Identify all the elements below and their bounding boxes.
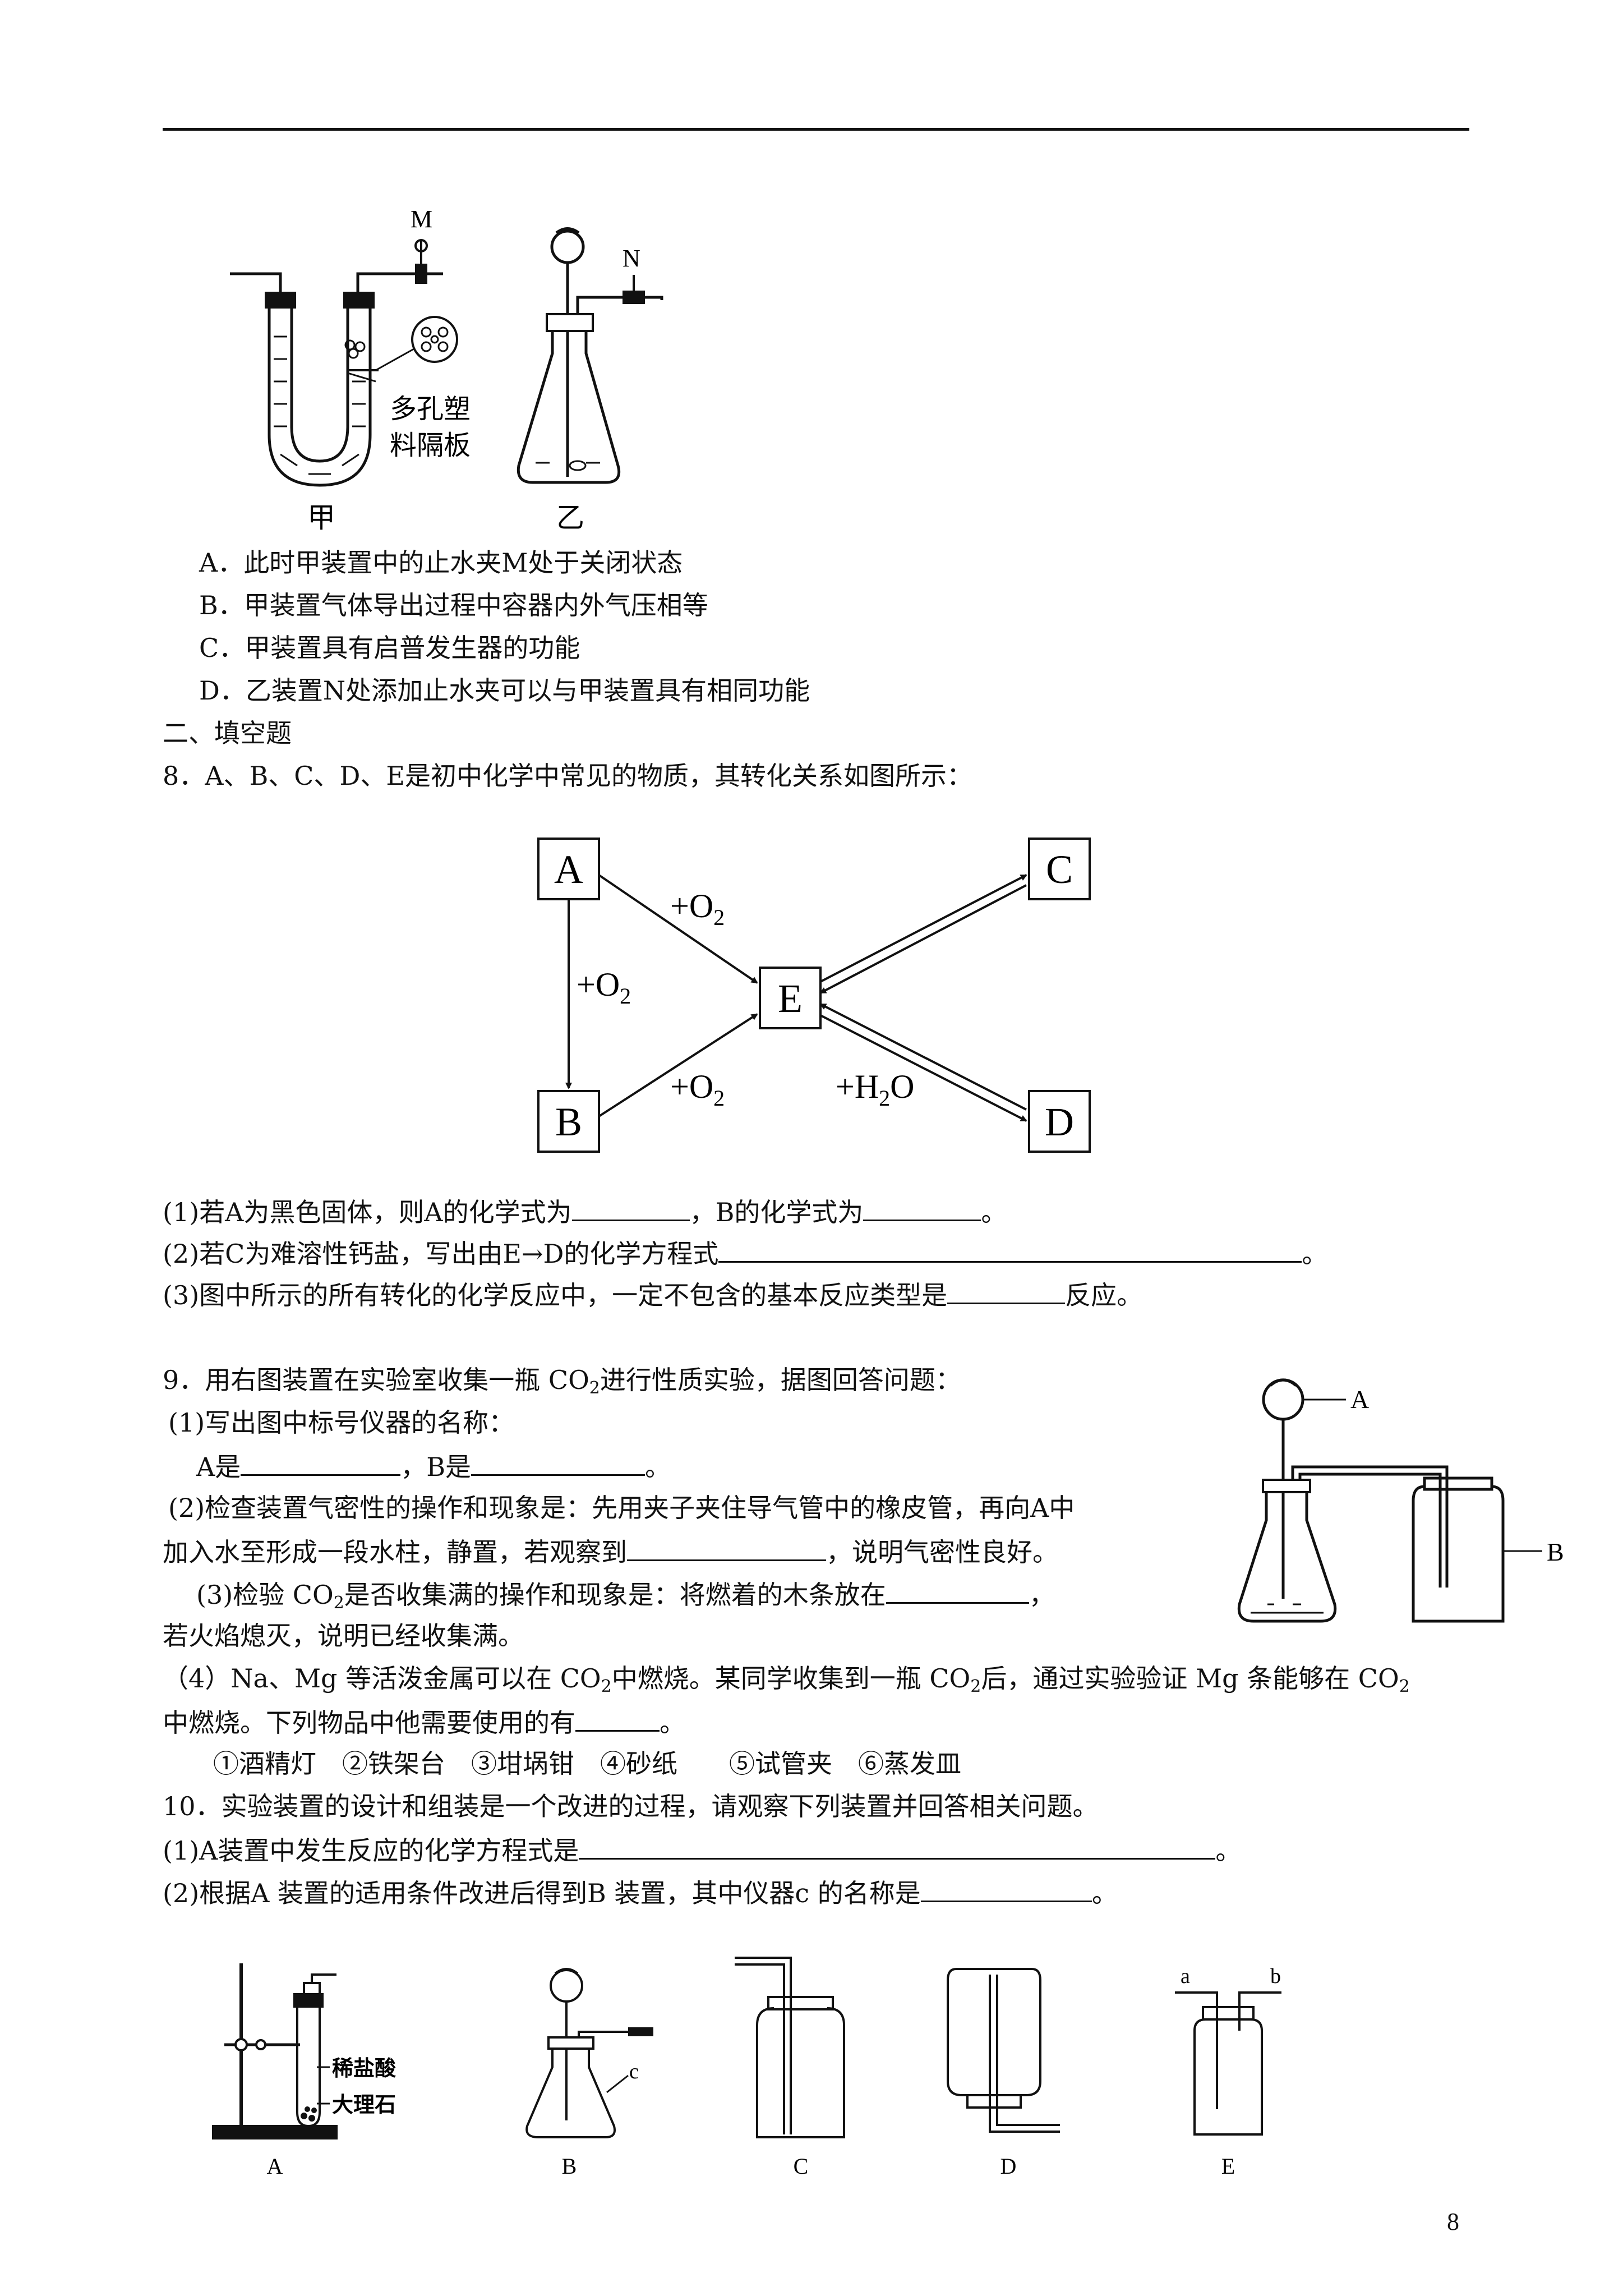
caption-b: B [562,2154,577,2179]
u-tube-jia [268,306,372,487]
q8-part1: (1)若A为黑色固体，则A的化学式为，B的化学式为。 [163,1195,1007,1228]
q10-part2: (2)根据A 装置的适用条件改进后得到B 装置，其中仪器c 的名称是。 [163,1876,1118,1909]
node-a: A [554,847,583,892]
q7-option-a: A．此时甲装置中的止水夹M处于关闭状态 [199,547,683,578]
q9-part1-answers: A是，B是。 [196,1450,671,1483]
q10-apparatus-e [1175,1991,1281,2136]
section-title: 二、填空题 [163,718,292,748]
caption-e: E [1221,2154,1235,2179]
q7-option-d: D．乙装置N处添加止水夹可以与甲装置具有相同功能 [199,675,810,706]
label-acid: 稀盐酸 [332,2056,396,2081]
q7-option-c: C．甲装置具有启普发生器的功能 [199,633,580,663]
q9-part2-b: 加入水至形成一段水柱，静置，若观察到，说明气密性良好。 [163,1535,1058,1568]
q10-apparatus-a [212,1963,338,2139]
q10-apparatus-c [735,1957,845,2138]
edge-b-e-label: +O2 [670,1068,725,1111]
caption-yi: 乙 [556,501,584,534]
plate-label-line1: 多孔塑 [390,393,471,425]
node-d: D [1045,1099,1074,1144]
label-c: c [629,2060,639,2083]
plate-label-line2: 料隔板 [390,430,471,461]
header-rule [163,128,1469,131]
caption-c: C [794,2154,809,2179]
q8-part3: (3)图中所示的所有转化的化学反应中，一定不包含的基本反应类型是反应。 [163,1278,1142,1311]
edge-a-b-label: +O2 [577,966,631,1009]
q7-option-b: B．甲装置气体导出过程中容器内外气压相等 [199,590,708,620]
q8-conversion-diagram: A B C D E +O2 +O2 +O2 +H2O [537,838,1091,1153]
q9-fig-label-b: B [1547,1538,1564,1566]
q10-part1: (1)A装置中发生反应的化学方程式是。 [163,1833,1241,1866]
node-b: B [555,1099,582,1144]
label-a-tube: a [1181,1964,1190,1988]
page-number: 8 [1447,2208,1459,2235]
q9-fig-label-a: A [1350,1385,1369,1414]
q7-apparatus-figure: M 多孔塑 料隔板 甲 N 乙 [230,205,663,534]
q8-part2: (2)若C为难溶性钙盐，写出由E→D的化学方程式。 [163,1236,1327,1269]
q9-items: ①酒精灯 ②铁架台 ③坩埚钳 ④砂纸 ⑤试管夹 ⑥蒸发皿 [213,1749,961,1779]
label-m: M [411,205,432,233]
q9-part3-c: 若火焰熄灭，说明已经收集满。 [163,1621,524,1651]
edge-a-e-label: +O2 [670,887,725,930]
q9-stem: 9．用右图装置在实验室收集一瓶 CO2进行性质实验，据图回答问题： [163,1365,961,1398]
label-n: N [623,245,640,272]
caption-jia: 甲 [307,501,335,534]
q9-part1: (1)写出图中标号仪器的名称： [168,1407,515,1438]
q10-apparatus-b [525,1968,651,2138]
q10-apparatus-figure: 稀盐酸 大理石 A c B C D a b E [212,1957,1281,2179]
q9-part4-b: 中燃烧。下列物品中他需要使用的有。 [163,1705,685,1738]
q10-stem: 10．实验装置的设计和组装是一个改进的过程，请观察下列装置并回答相关问题。 [163,1791,1099,1821]
edge-e-d-label: +H2O [836,1068,915,1111]
caption-a: A [267,2154,283,2179]
q8-stem: 8．A、B、C、D、E是初中化学中常见的物质，其转化关系如图所示： [163,761,972,791]
label-b-tube: b [1270,1964,1281,1988]
q9-part2-a: (2)检查装置气密性的操作和现象是：先用夹子夹住导气管中的橡皮管，再向A中 [168,1493,1075,1523]
q9-part4-a: （4）Na、Mg 等活泼金属可以在 CO2中燃烧。某同学收集到一瓶 CO2后，通… [163,1663,1410,1696]
label-marble: 大理石 [332,2092,396,2117]
q9-apparatus-figure: A B [1237,1378,1564,1623]
q10-apparatus-d [947,1968,1060,2133]
node-c: C [1046,847,1073,892]
q9-part3: (3)检验 CO2是否收集满的操作和现象是：将燃着的木条放在， [196,1577,1055,1619]
node-e: E [778,976,803,1021]
caption-d: D [1000,2154,1017,2179]
